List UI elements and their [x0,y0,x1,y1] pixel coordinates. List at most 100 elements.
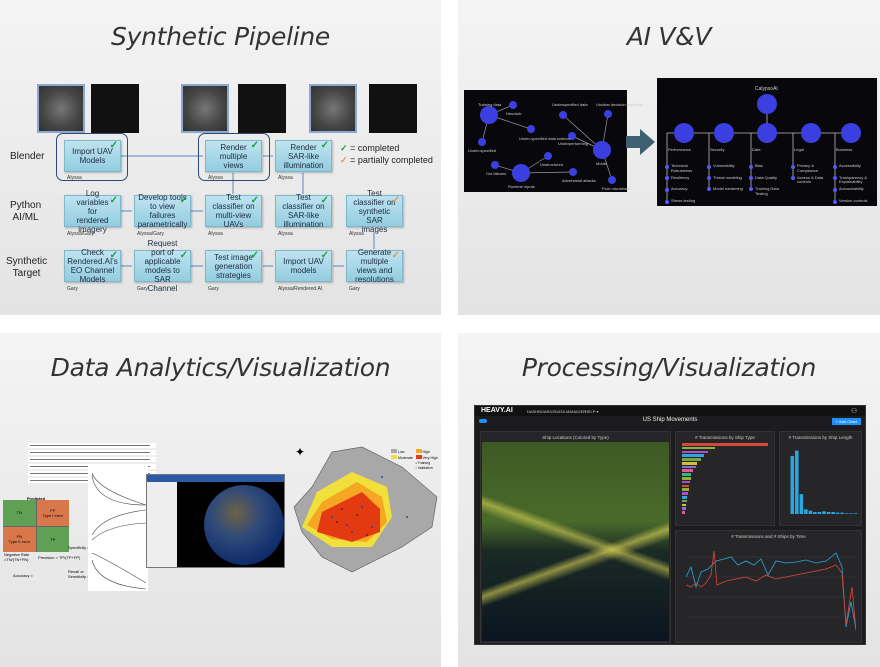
ship-type-bar[interactable] [682,473,692,476]
chart-title: Ship Locations (Colored by Type) [542,435,609,440]
map-legend: Low High Moderate Very High • Training •… [391,449,439,470]
task-owner: Alyssa [208,175,223,181]
ship-length-bar[interactable] [826,512,831,514]
ship-type-bar[interactable] [682,465,696,469]
ship-type-bar[interactable] [682,477,691,480]
ship-type-bar[interactable] [682,446,715,450]
ship-type-bar[interactable] [682,492,689,495]
ship-type-bar[interactable] [682,443,768,446]
pillar-label: Performance [668,147,691,152]
ship-type-bar[interactable] [682,450,708,454]
node-label: Adversarial attacks [562,178,596,183]
pillar-item: Privacy & Compliance [797,163,819,173]
globe[interactable] [204,485,284,565]
cell-fn: FN Type II error [3,526,36,552]
task-box: Test classifier on SAR-like illumination… [275,193,332,229]
legend-training: • Training [415,461,431,465]
layer-tree[interactable] [147,482,177,567]
pillar-item: Transparency & Explainability [839,174,868,184]
globe-viewer-window[interactable] [146,474,285,568]
ship-type-bar[interactable] [682,458,701,461]
framework-tree [665,94,861,204]
accuracy-formula: Accuracy = [13,573,33,578]
ship-length-bar[interactable] [840,512,844,514]
toggle-switch[interactable] [479,419,487,423]
ship-length-bar[interactable] [835,512,840,514]
ship-type-bar[interactable] [682,511,686,514]
nav-data-manager[interactable]: DATA MANAGER [555,409,587,414]
highlight-outline [56,133,128,181]
ship-type-bar[interactable] [682,454,705,457]
add-chart-button[interactable]: + Add Chart [831,418,861,425]
confusion-matrix: TN FP Type I error FN Type II error TP [3,500,69,552]
ship-type-bar[interactable] [682,507,687,510]
task-owner: Gary [208,286,219,292]
user-icon[interactable]: ⚇ [851,408,858,415]
ship-type-bar[interactable] [682,503,687,507]
pillar-item: Vulnerability [713,163,735,168]
heavyai-logo: HEAVY.AI [481,407,513,414]
cell-tn: TN [3,500,36,526]
ship-type-bar[interactable] [682,484,689,488]
pillar-item: Stress testing [671,197,696,203]
ship-type-bar[interactable] [682,488,689,491]
legend-moderate: Moderate [391,455,415,460]
row-label-synthetic-target: Synthetic Target [6,256,48,279]
histogram [790,450,858,514]
ship-length-bar[interactable] [853,513,858,514]
dashboard-header: US Ship Movements + Add Chart [475,416,865,428]
task-box: Import UAV Models✓ [64,140,121,172]
task-owner: Gary [137,286,148,292]
ship-locations-map[interactable]: Ship Locations (Colored by Type) [480,431,671,643]
specificity-formula: Specificity = [68,545,90,550]
pillar-item: Resiliency [671,174,690,180]
ship-type-bar[interactable] [682,499,688,503]
legend-validation: • Validation [415,466,433,470]
task-box: Log variables for rendered imagery✓ [64,189,121,234]
ship-length-bar[interactable] [844,513,849,514]
top-nav: HEAVY.AI DASHBOARDS DATA MANAGER HELP ▾ … [475,406,865,416]
pillar-item: Version controls [839,197,868,203]
ship-type-bar[interactable] [682,480,690,484]
task-owner: Alyssa [278,231,293,237]
node-label: Underspecified data [552,102,588,107]
compass-icon: ✦ [295,445,306,459]
confusion-header: Predicted [26,496,46,501]
ship-length-bar[interactable] [849,513,853,514]
window-titlebar [147,475,284,482]
row-label-python: Python AI/ML [10,200,42,223]
ship-type-bar[interactable] [682,469,694,473]
framework-root-label: CalypsoAI [755,86,778,92]
legend-high: High [415,449,440,454]
status-legend: ✓ = completed ✓ = partially completed [340,143,433,165]
synthetic-pipeline-panel: Synthetic Pipeline Blender Python AI/ML … [0,0,441,315]
task-box: Render multiple views✓ [205,140,262,172]
nav-dashboards[interactable]: DASHBOARDS [527,409,556,414]
pillar-item: Model hardening [713,186,743,191]
ship-length-bar[interactable] [799,494,804,514]
ship-length-bar[interactable] [822,511,826,514]
legend-completed: = completed [350,143,400,153]
ship-length-bar[interactable] [813,512,817,514]
map-canvas[interactable] [482,442,669,641]
ship-type-bar[interactable] [682,461,698,465]
nav-help[interactable]: HELP ▾ [585,409,599,414]
ship-length-bar[interactable] [817,512,822,514]
ship-length-bar[interactable] [795,450,799,514]
ship-length-bar[interactable] [790,455,795,514]
task-owner: Alyssa [67,175,82,181]
ship-length-bar[interactable] [831,512,835,514]
panel-title: Synthetic Pipeline [111,22,330,51]
uav-render-image [181,84,229,133]
risk-map [293,446,438,573]
series-ships [686,550,856,632]
ship-length-bar[interactable] [804,509,808,514]
pillar-item: Technical Robustness [671,163,693,173]
node-label: Poor robustness [602,186,632,191]
node-label: Runtime inputs [508,184,535,189]
ship-type-chart: # Transmissions by Ship Type [675,431,775,526]
ship-length-bar[interactable] [808,510,813,514]
task-box: Check Rendered.AI's EO Channel Models✓ [64,248,121,284]
ship-type-bar[interactable] [682,495,688,499]
